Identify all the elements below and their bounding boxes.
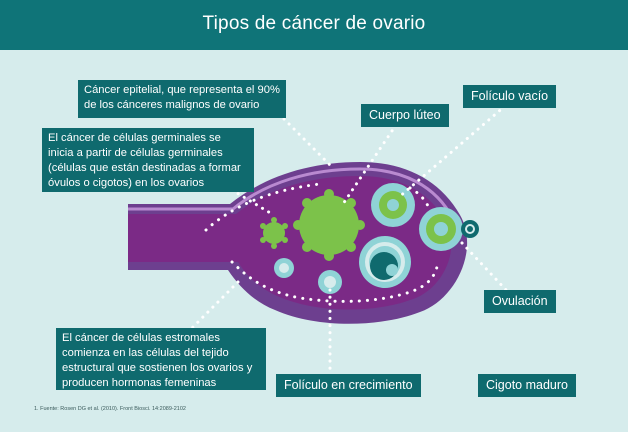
stromal-annotation: El cáncer de células estromales comienza…: [56, 328, 266, 390]
leader-ovulation: [460, 241, 510, 294]
growing-follicle-label: Folículo en crecimiento: [276, 374, 421, 397]
leader-germinal: [230, 188, 274, 216]
mature-zygote-label: Cigoto maduro: [478, 374, 576, 397]
leader-stromal: [186, 280, 240, 334]
germinal-annotation: El cáncer de células germinales se inici…: [42, 128, 254, 192]
corpus-luteum-label: Cuerpo lúteo: [361, 104, 449, 127]
lower-dotted-rim: [230, 260, 440, 303]
leader-empty-follicle: [396, 104, 507, 200]
page-title: Tipos de cáncer de ovario: [202, 13, 426, 34]
header-bar: Tipos de cáncer de ovario: [0, 0, 628, 50]
leader-epithelial: [282, 117, 332, 167]
germinal-cell-cluster: [260, 217, 288, 249]
leader-corpus-luteum: [341, 117, 402, 206]
inner-dotted-rim: [204, 182, 322, 232]
corpus-luteum-shape: [293, 189, 365, 261]
ovary-stripe: [128, 167, 455, 220]
empty-follicle-label: Folículo vacío: [463, 85, 557, 108]
footnote: 1. Fuente: Rosen DG et al. (2010). Front…: [34, 406, 186, 412]
epithelial-annotation: Cáncer epitelial, que representa el 90% …: [78, 80, 286, 118]
ovulation-label: Ovulación: [484, 290, 556, 313]
